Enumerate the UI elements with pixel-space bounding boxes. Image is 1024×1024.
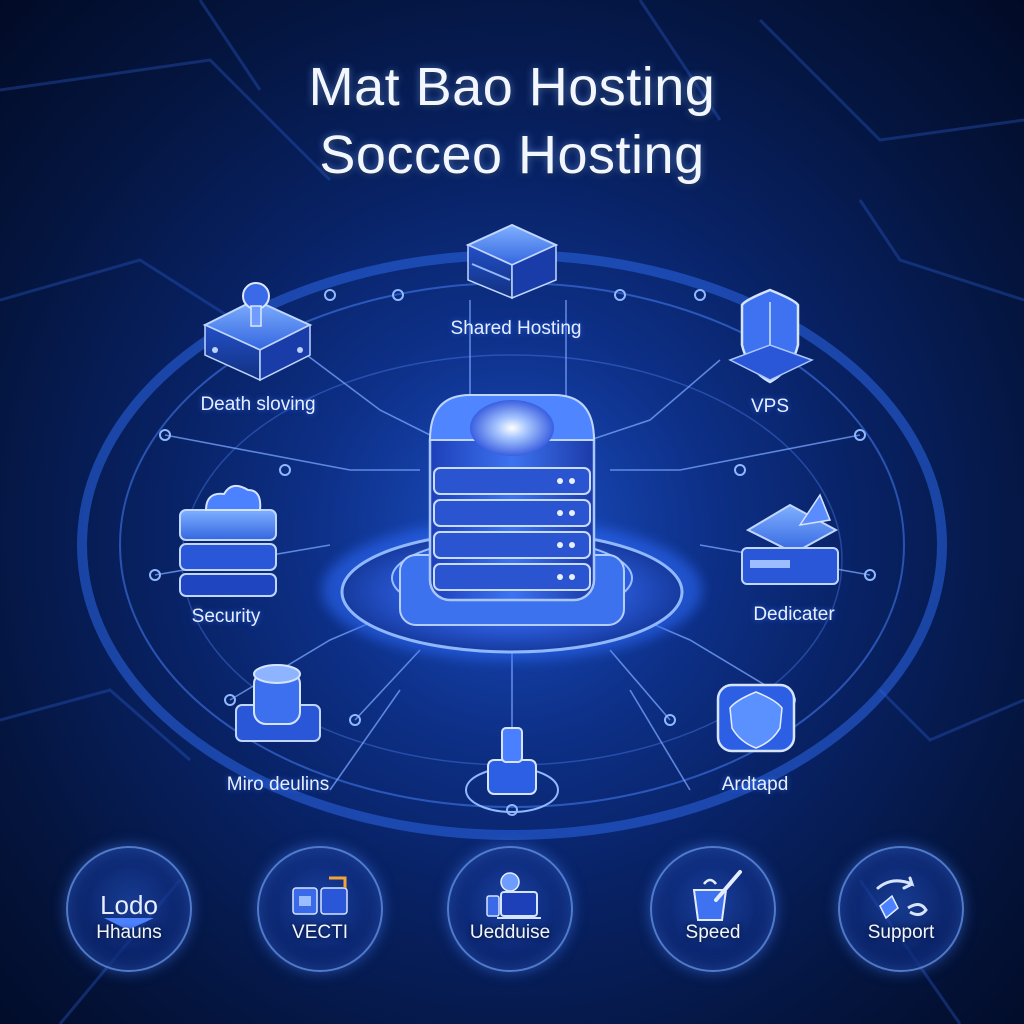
lock-box-icon xyxy=(202,282,313,382)
node-label-miro-deulins: Miro deulins xyxy=(226,774,330,795)
server-box-icon xyxy=(741,493,839,585)
node-label-security: Security xyxy=(191,606,261,627)
badge-label: Speed xyxy=(685,922,741,943)
badge-speed[interactable]: Speed xyxy=(650,846,776,972)
node-label-death-sloving: Death sloving xyxy=(200,394,316,415)
node-label-shared-hosting: Shared Hosting xyxy=(450,318,582,339)
badge-label: VECTI xyxy=(292,922,348,943)
server-stack-icon xyxy=(465,223,559,300)
badge-hhauns[interactable]: Lodo Hhauns xyxy=(66,846,192,972)
cylinder-icon xyxy=(235,664,321,742)
devices-icon xyxy=(292,876,348,915)
shield-icon xyxy=(728,288,814,384)
badge-label: Support xyxy=(867,922,935,943)
cloud-stack-icon xyxy=(179,484,277,597)
bottom-lock-icon xyxy=(465,727,559,813)
badge-label: Hhauns xyxy=(96,922,162,943)
shield-cube-icon xyxy=(716,683,796,753)
badge-label: Uedduise xyxy=(469,922,551,943)
node-label-ardtapd: Ardtapd xyxy=(721,774,789,795)
badge-uedduise[interactable]: Uedduise xyxy=(447,846,573,972)
badge-support[interactable]: Support xyxy=(838,846,964,972)
node-label-vps: VPS xyxy=(750,396,790,417)
node-label-dedicater: Dedicater xyxy=(753,604,835,625)
computer-icon xyxy=(486,872,541,919)
badge-vecti[interactable]: VECTI xyxy=(257,846,383,972)
page-subtitle: Socceo Hosting xyxy=(319,125,705,185)
logo-icon-text: Lodo xyxy=(100,890,158,920)
speed-brush-icon xyxy=(692,870,742,921)
logo-icon: Lodo xyxy=(100,890,158,930)
central-server-tower xyxy=(428,394,596,602)
page-title: Mat Bao Hosting xyxy=(308,57,716,117)
support-arrows-icon xyxy=(876,876,928,920)
